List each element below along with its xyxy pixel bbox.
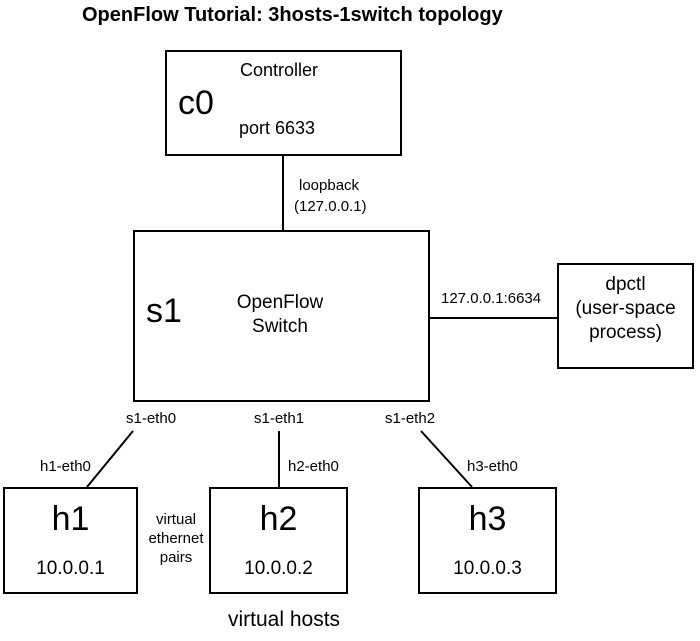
switch-label-line2: Switch (252, 316, 308, 337)
controller-port: port 6633 (239, 118, 316, 138)
switch-box (133, 230, 430, 402)
dpctl-line1: dpctl (605, 274, 646, 295)
port-label-s1-eth2: s1-eth2 (385, 410, 436, 427)
virtual-pairs-line2: ethernet (148, 530, 204, 547)
host-id-h1: h1 (51, 500, 90, 538)
host-box-h2 (209, 487, 348, 594)
port-label-h3-eth0: h3-eth0 (467, 458, 518, 475)
switch-label-line1: OpenFlow (236, 292, 324, 313)
port-label-s1-eth1: s1-eth1 (254, 410, 305, 427)
loopback-address: (127.0.0.1) (294, 198, 367, 215)
dpctl-box (557, 263, 694, 369)
host-id-h3: h3 (468, 500, 507, 538)
dpctl-line2: (user-space (575, 298, 676, 319)
controller-box (165, 50, 402, 156)
host-box-h3 (418, 487, 557, 594)
diagram-title: OpenFlow Tutorial: 3hosts-1switch topolo… (82, 4, 503, 26)
dpctl-line3: process) (589, 322, 662, 343)
host-box-h1 (3, 487, 138, 594)
switch-id: s1 (146, 292, 182, 330)
virtual-pairs-line3: pairs (159, 549, 193, 566)
controller-id: c0 (178, 84, 214, 122)
virtual-pairs-line1: virtual (155, 511, 196, 528)
dpctl-link-label: 127.0.0.1:6634 (441, 290, 542, 307)
host-id-h2: h2 (259, 500, 298, 538)
h1-link (86, 430, 134, 488)
port-label-h2-eth0: h2-eth0 (288, 458, 339, 475)
port-label-s1-eth0: s1-eth0 (126, 410, 177, 427)
host-ip-h1: 10.0.0.1 (36, 558, 105, 579)
footer-label: virtual hosts (228, 608, 341, 631)
port-label-h1-eth0: h1-eth0 (40, 458, 91, 475)
controller-label: Controller (240, 60, 319, 80)
h3-link (420, 430, 473, 488)
loopback-label: loopback (299, 177, 360, 194)
host-ip-h3: 10.0.0.3 (453, 558, 522, 579)
host-ip-h2: 10.0.0.2 (244, 558, 313, 579)
